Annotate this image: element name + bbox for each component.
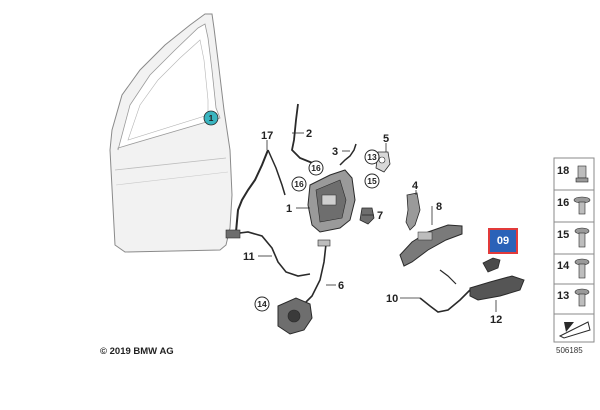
callout-3: 3 xyxy=(332,146,338,158)
callout-10: 10 xyxy=(386,293,398,305)
part-2-rod[interactable] xyxy=(291,103,319,166)
svg-text:16: 16 xyxy=(294,179,304,189)
callout-15-circle[interactable]: 15 xyxy=(364,173,380,189)
callout-16-circle-lower[interactable]: 16 xyxy=(291,176,307,192)
svg-text:14: 14 xyxy=(257,299,267,309)
part-7-bracket[interactable] xyxy=(359,207,375,225)
fastener-16-icon xyxy=(573,196,591,215)
callout-8: 8 xyxy=(436,201,442,213)
copyright-text: © 2019 BMW AG xyxy=(100,346,174,357)
part-6-cable[interactable] xyxy=(301,239,336,307)
callout-11: 11 xyxy=(243,251,255,263)
fastener-label-18: 18 xyxy=(557,165,569,177)
fastener-14-icon xyxy=(574,258,590,279)
part-1-lock[interactable] xyxy=(296,169,356,233)
fastener-13-icon xyxy=(574,288,590,307)
fastener-label-15: 15 xyxy=(557,229,569,241)
fastener-label-13: 13 xyxy=(557,290,569,302)
callout-16-circle-upper[interactable]: 16 xyxy=(308,160,324,176)
callout-5: 5 xyxy=(383,133,389,145)
part-10-cable[interactable] xyxy=(400,269,471,313)
callout-7: 7 xyxy=(377,210,383,222)
fastener-18-icon xyxy=(575,165,589,183)
part-17-cable[interactable] xyxy=(235,140,286,233)
callout-2: 2 xyxy=(306,128,312,140)
arrow-icon xyxy=(558,321,591,339)
highlighted-part-09-badge[interactable]: 09 xyxy=(488,228,518,254)
callout-12: 12 xyxy=(490,314,502,326)
callout-4: 4 xyxy=(412,180,419,192)
svg-text:16: 16 xyxy=(311,163,321,173)
fastener-label-16: 16 xyxy=(557,197,569,209)
part-12-handle[interactable] xyxy=(469,275,525,312)
door-badge[interactable]: 1 xyxy=(203,110,219,126)
part-3-rod[interactable] xyxy=(339,143,357,166)
callout-6: 6 xyxy=(338,280,344,292)
fastener-label-14: 14 xyxy=(557,260,570,272)
door-badge-label: 1 xyxy=(209,113,214,123)
part-11-cable[interactable] xyxy=(225,229,311,277)
part-4-bracket[interactable] xyxy=(405,190,421,231)
callout-13-circle[interactable]: 13 xyxy=(364,149,380,165)
callout-17: 17 xyxy=(261,130,273,142)
callout-1: 1 xyxy=(286,203,292,215)
part-09-cover[interactable] xyxy=(482,257,501,273)
fastener-panel xyxy=(553,157,595,343)
part-14-latch[interactable] xyxy=(277,297,313,335)
door-panel xyxy=(109,13,233,253)
part-8-handle-carrier[interactable] xyxy=(399,206,463,267)
diagram-number: 506185 xyxy=(556,346,583,355)
svg-text:13: 13 xyxy=(367,152,377,162)
svg-text:15: 15 xyxy=(367,176,377,186)
callout-14-circle[interactable]: 14 xyxy=(254,296,270,312)
fastener-15-icon xyxy=(574,227,590,248)
